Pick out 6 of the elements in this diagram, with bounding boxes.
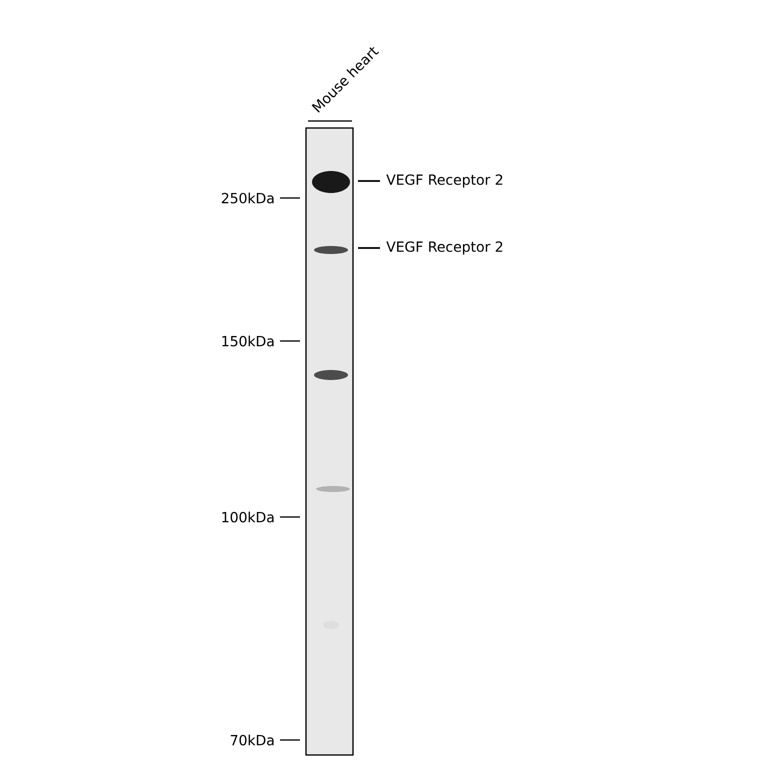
ladder-label: 250kDa — [222, 192, 274, 204]
band-label: VEGF Receptor 2 — [386, 174, 502, 188]
ladder-label: 100kDa — [222, 512, 274, 522]
band-label: VEGF Receptor 2 — [386, 241, 502, 255]
ladder-label: 150kDa — [222, 336, 274, 346]
ladder-label: 70kDa — [230, 734, 274, 746]
